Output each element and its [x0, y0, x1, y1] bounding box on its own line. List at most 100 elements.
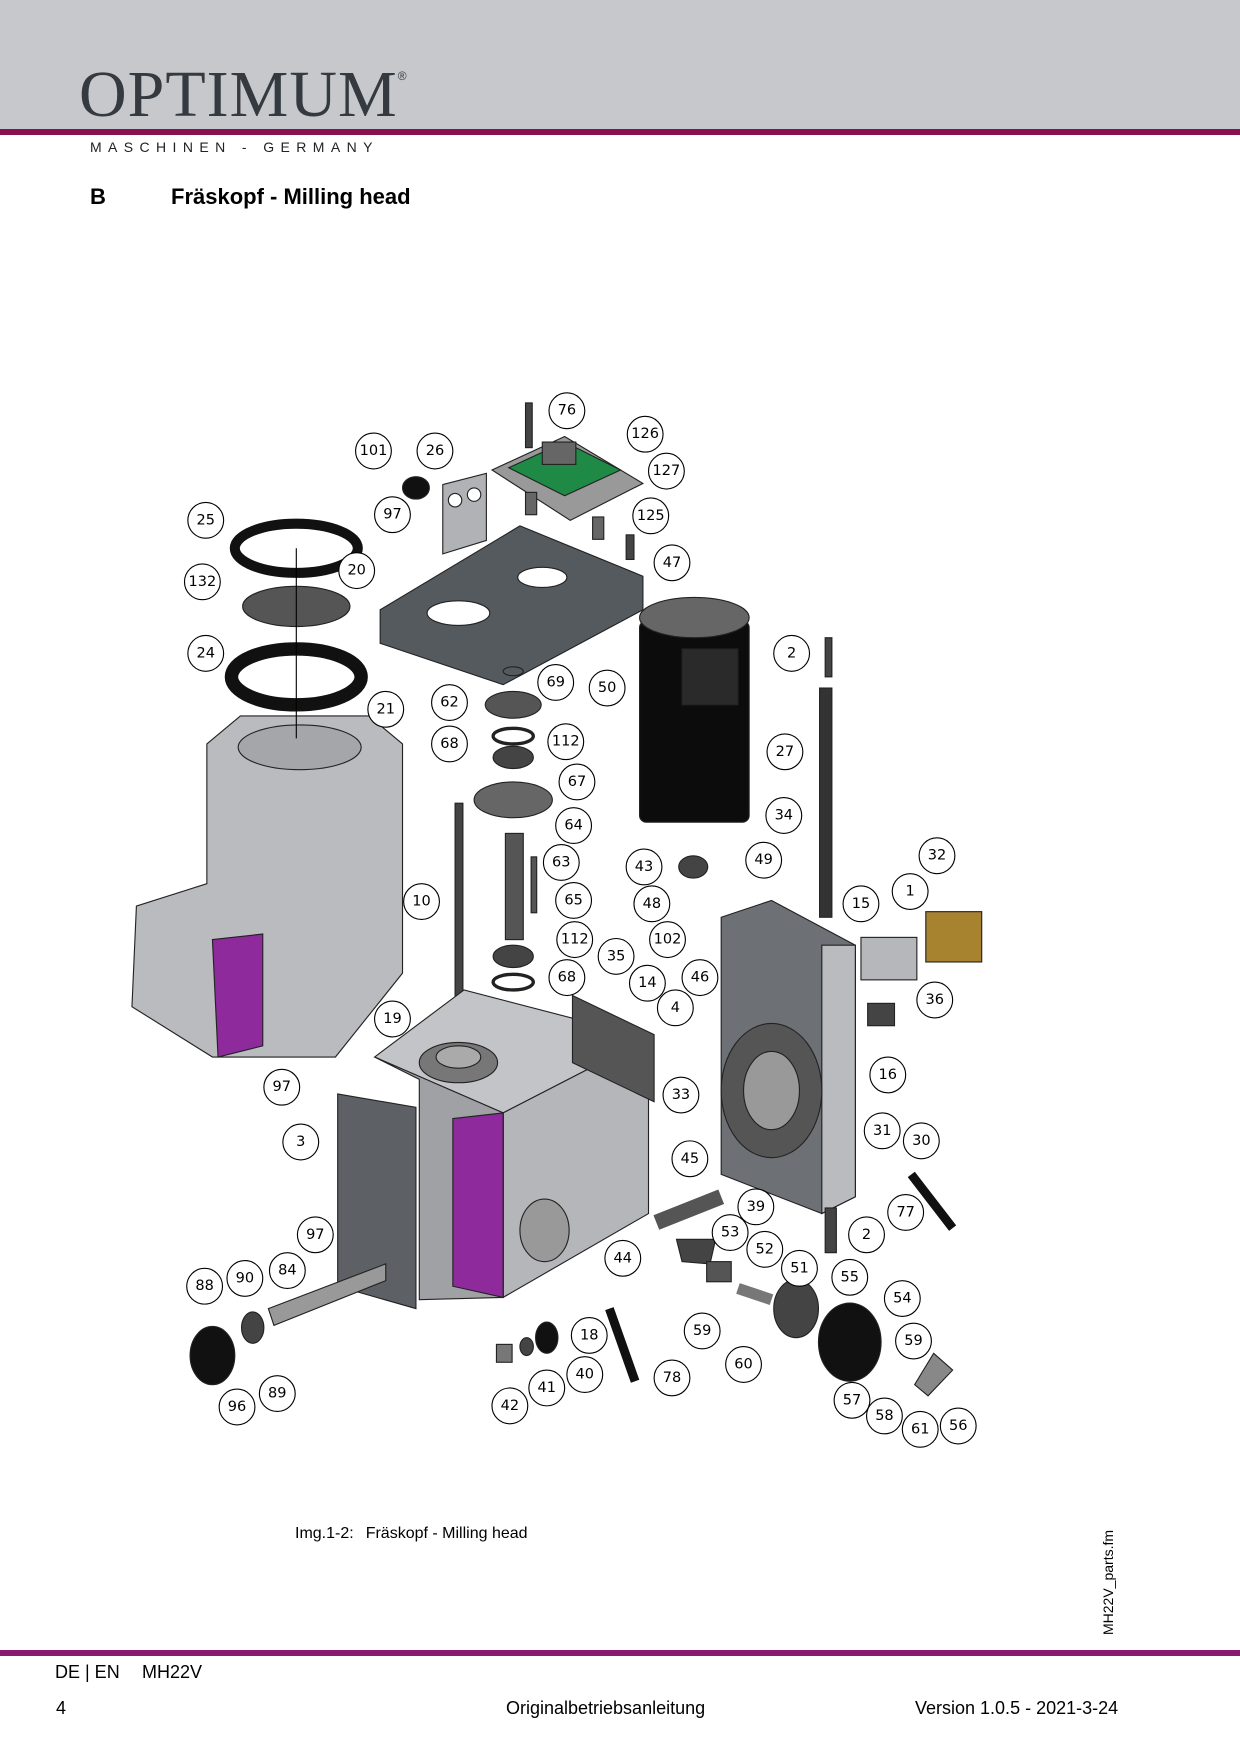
- lever-78: [605, 1307, 640, 1383]
- plate-26: [442, 472, 487, 555]
- callout: 46: [681, 959, 719, 997]
- callout-number: 51: [790, 1260, 808, 1276]
- callout-circle: [681, 959, 719, 997]
- callout-circle: [374, 496, 411, 534]
- callout: 67: [558, 763, 596, 801]
- callout: 4: [656, 989, 694, 1027]
- section-letter: B: [90, 184, 106, 209]
- callout-circle: [647, 452, 685, 490]
- callout-circle: [296, 1216, 334, 1254]
- callout-number: 30: [912, 1133, 930, 1149]
- callout: 16: [869, 1056, 907, 1094]
- callout: 77: [887, 1193, 925, 1231]
- callout-number: 25: [196, 512, 214, 528]
- footer-languages: DE | EN: [55, 1662, 120, 1682]
- callout-circle: [548, 959, 586, 997]
- callout-number: 33: [672, 1087, 690, 1103]
- callout: 54: [883, 1280, 921, 1317]
- callout: 21: [367, 690, 405, 728]
- gear-62: [484, 690, 542, 719]
- callout-number: 84: [278, 1263, 296, 1279]
- callout-number: 96: [228, 1399, 246, 1415]
- callout: 125: [632, 497, 670, 535]
- callout: 63: [542, 844, 580, 881]
- handwheel-54: [817, 1302, 882, 1382]
- callout-circle: [604, 1239, 642, 1277]
- callout-circle: [848, 1216, 885, 1254]
- callout-circle: [902, 1122, 940, 1160]
- callout-circle: [632, 497, 670, 535]
- callout: 32: [918, 837, 956, 875]
- callout: 14: [628, 964, 666, 1002]
- callout-number: 69: [546, 674, 564, 690]
- callout: 64: [555, 807, 593, 845]
- callout-circle: [547, 723, 585, 761]
- callout-circle: [588, 669, 626, 707]
- callout-circle: [183, 563, 221, 601]
- callout-circle: [869, 1056, 907, 1094]
- callout: 24: [187, 634, 225, 672]
- block-36: [867, 1002, 896, 1027]
- callout-number: 68: [440, 736, 458, 752]
- callout-circle: [597, 937, 635, 975]
- figure-caption: Img.1-2:Fräskopf - Milling head: [295, 1525, 528, 1543]
- callout: 51: [781, 1249, 818, 1287]
- callout: 26: [416, 432, 454, 470]
- callout-circle: [737, 1188, 775, 1226]
- callout: 2: [773, 634, 811, 672]
- callout: 97: [374, 496, 411, 534]
- callout-number: 36: [926, 992, 944, 1008]
- callout: 3: [282, 1123, 320, 1161]
- callout: 90: [226, 1259, 264, 1297]
- spindle-63: [504, 832, 524, 941]
- callout: 78: [653, 1359, 691, 1397]
- callout-circle: [766, 733, 804, 771]
- callout: 52: [746, 1230, 784, 1268]
- callout-circle: [625, 848, 663, 886]
- callout-circle: [628, 964, 666, 1002]
- callout: 58: [865, 1397, 903, 1435]
- callout: 18: [570, 1316, 608, 1354]
- callout: 34: [765, 797, 803, 834]
- callout-circle: [374, 1000, 411, 1038]
- callout: 126: [626, 415, 664, 453]
- callout-number: 65: [564, 892, 582, 908]
- footer-accent-line: [0, 1650, 1240, 1656]
- callout-number: 59: [693, 1323, 711, 1339]
- callout-number: 24: [196, 645, 214, 661]
- callout-circle: [537, 663, 575, 701]
- gland-101: [401, 476, 430, 500]
- callout-number: 20: [347, 563, 365, 579]
- callout-number: 58: [875, 1408, 893, 1424]
- callout-number: 78: [663, 1370, 681, 1386]
- callout: 33: [662, 1076, 700, 1114]
- callout: 53: [711, 1214, 749, 1252]
- callout: 39: [737, 1188, 775, 1226]
- caption-text: Fräskopf - Milling head: [365, 1525, 528, 1542]
- callout-number: 64: [564, 818, 582, 834]
- callout: 43: [625, 848, 663, 886]
- callout: 132: [183, 563, 221, 601]
- callout: 42: [491, 1387, 529, 1425]
- callout-number: 76: [558, 403, 576, 419]
- callout: 47: [653, 544, 691, 582]
- callout-number: 127: [653, 463, 681, 479]
- callout-circle: [653, 544, 691, 582]
- callout-circle: [258, 1375, 296, 1413]
- callout-circle: [887, 1193, 925, 1231]
- callout-circle: [548, 392, 586, 430]
- callout-number: 41: [538, 1380, 556, 1396]
- callout: 65: [555, 882, 593, 919]
- callout-number: 97: [383, 507, 401, 523]
- callout: 49: [745, 841, 783, 879]
- callout: 50: [588, 669, 626, 707]
- callout: 102: [649, 921, 686, 959]
- callout-number: 2: [787, 645, 796, 661]
- callout-number: 55: [841, 1269, 859, 1285]
- callout-circle: [883, 1280, 921, 1317]
- knob-88: [189, 1325, 236, 1386]
- cap-56: [913, 1352, 954, 1397]
- callout-number: 49: [754, 852, 772, 868]
- callout-number: 67: [568, 774, 586, 790]
